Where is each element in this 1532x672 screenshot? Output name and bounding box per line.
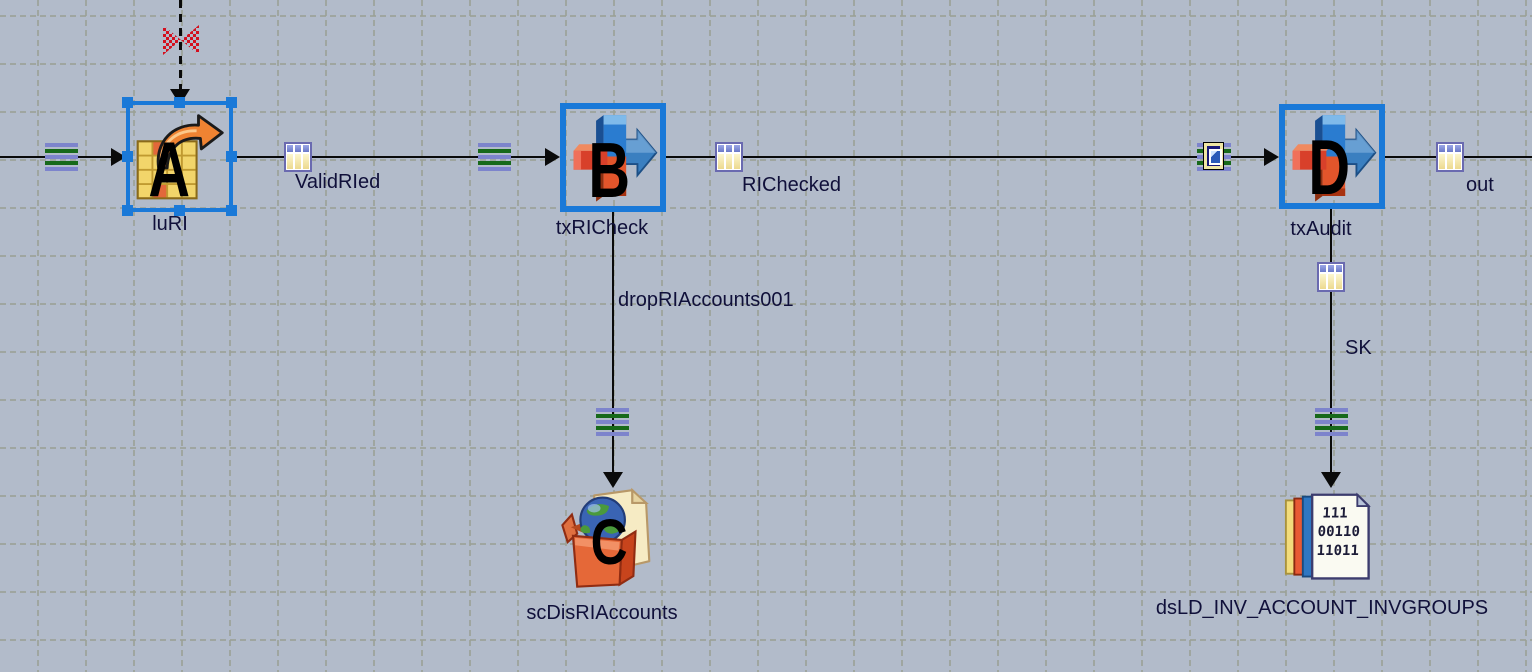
partition-marker-icon (596, 408, 629, 436)
breakpoint-marker-icon[interactable] (163, 25, 199, 55)
stage-label[interactable]: txAudit (1290, 218, 1352, 240)
stage-label[interactable]: txRICheck (555, 217, 649, 239)
link-label[interactable]: out (1466, 174, 1494, 196)
grid-line (0, 303, 1532, 305)
partition-marker-icon (478, 143, 511, 171)
dataset-binary-line: 111 (1322, 505, 1348, 521)
grid-line (325, 0, 327, 672)
grid-line (0, 63, 1532, 65)
transformer-stage-icon (1292, 115, 1377, 202)
selection-handle[interactable] (122, 150, 133, 162)
repartition-marker-icon (1197, 142, 1231, 172)
arrowhead-icon (603, 472, 623, 488)
grid-line (1189, 0, 1191, 672)
stage-label[interactable]: dsLD_INV_ACCOUNT_INVGROUPS (1155, 597, 1489, 619)
grid-line (613, 0, 615, 672)
grid-line (0, 495, 1532, 497)
grid-line (0, 255, 1532, 257)
grid-line (1141, 0, 1143, 672)
dataset-binary-line: 11011 (1316, 543, 1359, 559)
grid-line (901, 0, 903, 672)
grid-line (0, 591, 1532, 593)
arrowhead-icon (545, 148, 560, 166)
grid-line (949, 0, 951, 672)
metadata-table-icon (1317, 262, 1345, 292)
lookup-stage-icon (136, 114, 224, 200)
selection-handle[interactable] (226, 150, 237, 162)
transformer-stage-icon (573, 115, 658, 202)
selection-handle[interactable] (122, 97, 133, 108)
metadata-table-icon (1436, 142, 1464, 172)
stage-label[interactable]: scDisRIAccounts (526, 602, 678, 624)
grid-line (1477, 0, 1479, 672)
grid-line (1045, 0, 1047, 672)
stage-luRI[interactable]: A (122, 97, 237, 216)
grid-line (1237, 0, 1239, 672)
grid-line (805, 0, 807, 672)
grid-line (133, 0, 135, 672)
selection-handle[interactable] (122, 205, 133, 216)
grid-line (37, 0, 39, 672)
dashed-link-line (179, 0, 182, 90)
grid-line (0, 159, 1532, 161)
grid-line (0, 543, 1532, 545)
link-label[interactable]: SK (1345, 337, 1372, 359)
grid-line (0, 639, 1532, 641)
grid-line (421, 0, 423, 672)
arrowhead-icon (1321, 472, 1341, 488)
link-line (665, 156, 1266, 158)
grid-line (0, 15, 1532, 17)
stage-dsLD_INV_ACCOUNT_INVGROUPS[interactable]: 111 00110 11011 (1284, 489, 1378, 587)
grid-line (229, 0, 231, 672)
metadata-table-icon (284, 142, 312, 172)
link-line (1330, 208, 1332, 472)
grid-line (85, 0, 87, 672)
grid-line (853, 0, 855, 672)
stage-scDisRIAccounts[interactable]: C (556, 487, 662, 593)
grid-line (0, 351, 1532, 353)
grid-line (1333, 0, 1335, 672)
grid-line (277, 0, 279, 672)
grid-line (373, 0, 375, 672)
partition-marker-icon (45, 143, 78, 171)
grid-line (661, 0, 663, 672)
grid-line (565, 0, 567, 672)
grid-line (181, 0, 183, 672)
selection-handle[interactable] (173, 205, 185, 216)
link-label[interactable]: ValidRIed (295, 171, 381, 193)
grid-line (1285, 0, 1287, 672)
metadata-table-icon (715, 142, 743, 172)
grid-line (1525, 0, 1527, 672)
arrowhead-icon (1264, 148, 1279, 166)
grid-line (1381, 0, 1383, 672)
grid-line (0, 207, 1532, 209)
dataset-binary-line: 00110 (1317, 524, 1360, 540)
grid-line (517, 0, 519, 672)
grid-line (0, 111, 1532, 113)
link-label[interactable]: RIChecked (742, 174, 841, 196)
grid-line (0, 399, 1532, 401)
grid-line (1429, 0, 1431, 672)
selection-handle[interactable] (226, 97, 237, 108)
shared-container-stage-icon (561, 487, 651, 588)
selection-handle[interactable] (173, 97, 185, 108)
grid-line (997, 0, 999, 672)
stage-txAudit[interactable]: D (1279, 104, 1385, 209)
link-line (232, 156, 547, 158)
selection-handle[interactable] (226, 205, 237, 216)
grid-line (1093, 0, 1095, 672)
partition-marker-icon (1315, 408, 1348, 436)
link-label[interactable]: dropRIAccounts001 (618, 289, 794, 311)
link-line (612, 211, 614, 473)
stage-txRICheck[interactable]: B (560, 103, 666, 212)
grid-line (709, 0, 711, 672)
grid-line (469, 0, 471, 672)
grid-line (0, 447, 1532, 449)
data-set-stage-icon: 111 00110 11011 (1284, 492, 1371, 580)
stage-label[interactable]: luRI (152, 213, 188, 235)
grid-line (757, 0, 759, 672)
